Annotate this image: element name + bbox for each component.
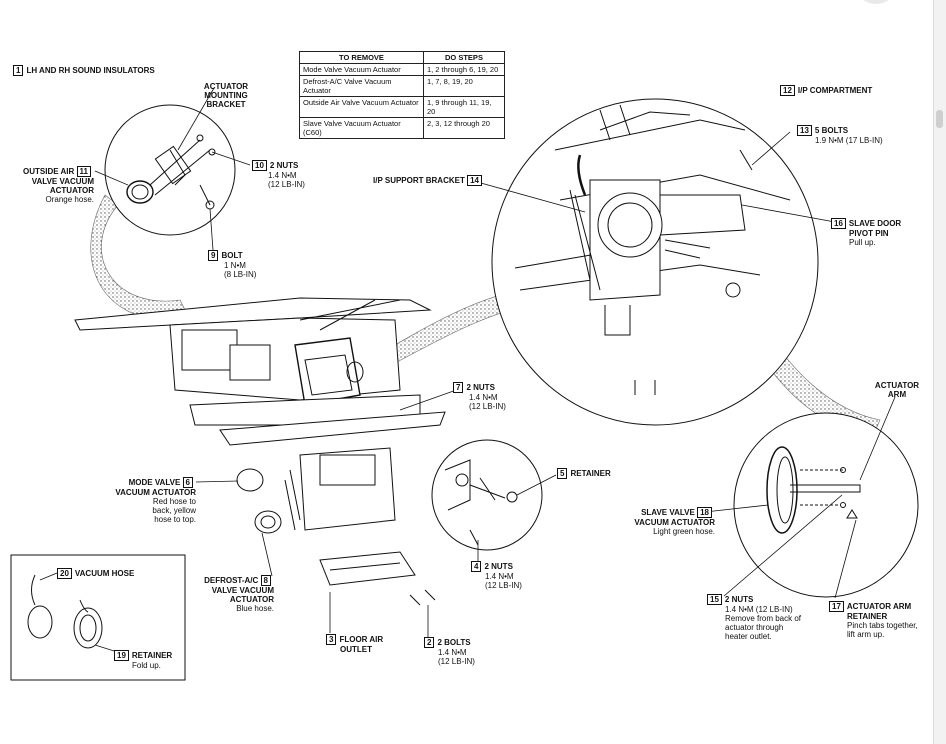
callout-actuator-mounting-bracket: ACTUATOR MOUNTING BRACKET	[203, 82, 249, 109]
vertical-scrollbar[interactable]	[933, 0, 946, 744]
table-header-to-remove: TO REMOVE	[299, 51, 424, 64]
detail-circle-actuator-bracket	[104, 104, 236, 236]
table-row: Defrost-A/C Valve Vacuum Actuator 1, 7, …	[299, 75, 506, 97]
table-row: Outside Air Valve Vacuum Actuator 1, 9 t…	[299, 96, 506, 118]
callout-14: I/P SUPPORT BRACKET 14	[373, 175, 485, 186]
callout-18: SLAVE VALVE 18 VACUUM ACTUATOR Light gre…	[634, 507, 715, 536]
to-remove-table: TO REMOVE DO STEPS Mode Valve Vacuum Act…	[299, 51, 506, 139]
scrollbar-thumb[interactable]	[936, 110, 943, 128]
callout-8: DEFROST-A/C 8 VALVE VACUUM ACTUATOR Blue…	[204, 575, 274, 613]
callout-11: OUTSIDE AIR 11 VALVE VACUUM ACTUATOR Ora…	[23, 166, 94, 204]
page-corner-decoration	[860, 0, 892, 4]
table-row: Slave Valve Vacuum Actuator (C60) 2, 3, …	[299, 117, 506, 139]
table-header-do-steps: DO STEPS	[422, 51, 506, 64]
table-row: Mode Valve Vacuum Actuator 1, 2 through …	[299, 63, 506, 76]
detail-circle-retainer	[431, 439, 543, 551]
vacuum-hose-inset-box	[10, 554, 186, 681]
callout-6: MODE VALVE 6 VACUUM ACTUATOR Red hose to…	[115, 477, 196, 524]
